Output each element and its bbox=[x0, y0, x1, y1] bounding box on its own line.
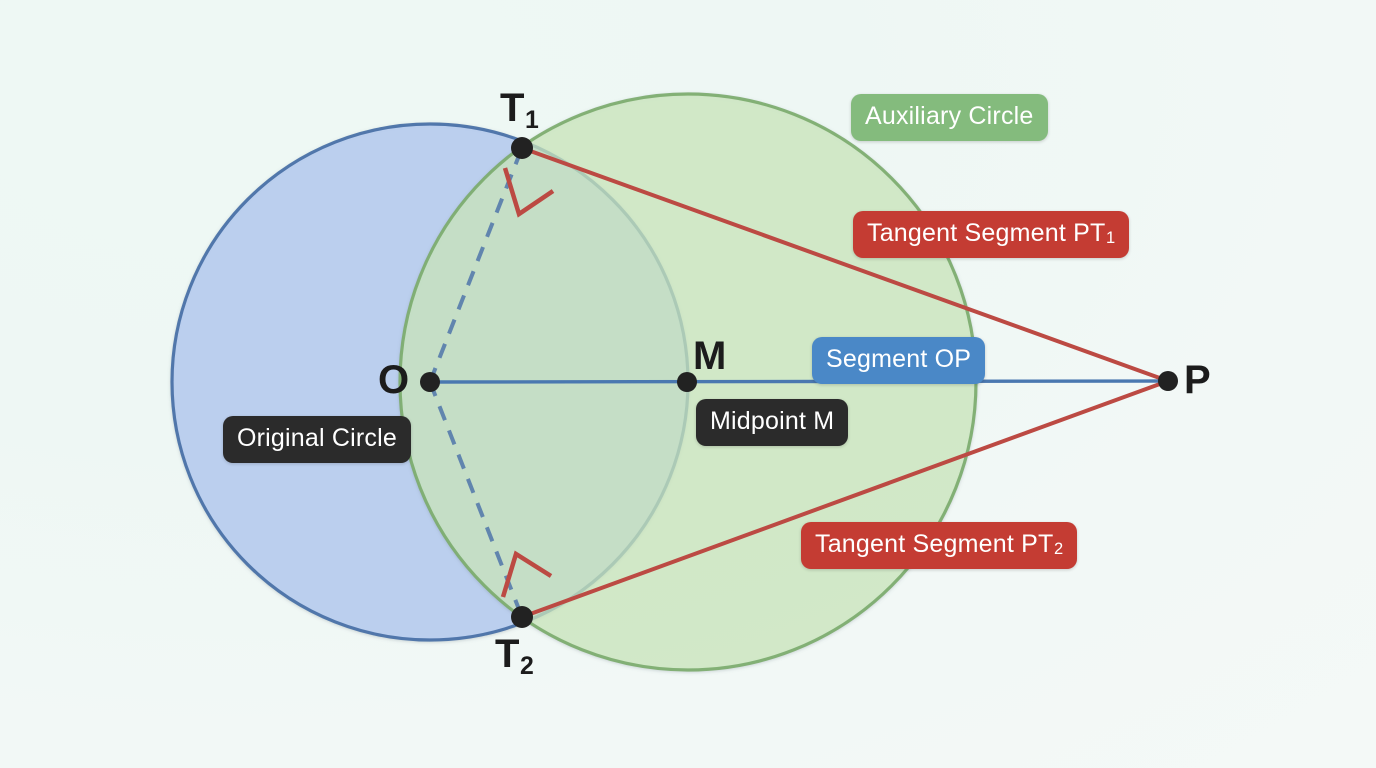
label-midpoint-m: Midpoint M bbox=[696, 399, 849, 446]
point-label-t2-subscript: 2 bbox=[519, 652, 534, 680]
point-label-t1: T1 bbox=[500, 86, 539, 134]
point-t1 bbox=[511, 137, 533, 159]
point-label-o: O bbox=[378, 358, 410, 402]
right-angle-marker-t1 bbox=[502, 167, 555, 218]
right-angle-marker-t2 bbox=[500, 550, 553, 598]
point-label-t1-subscript: 1 bbox=[524, 106, 539, 134]
point-t2 bbox=[511, 606, 533, 628]
label-segment-op-text: Segment OP bbox=[826, 345, 972, 373]
label-original-circle: Original Circle bbox=[223, 416, 411, 463]
radius-o-t1-dashed bbox=[428, 147, 524, 383]
point-p bbox=[1158, 371, 1178, 391]
tangent-segment-pt2-line bbox=[520, 379, 1170, 619]
label-auxiliary-circle-text: Auxiliary Circle bbox=[865, 102, 1034, 130]
point-label-p: P bbox=[1184, 358, 1211, 402]
label-tangent-segment-pt2-text: Tangent Segment PT bbox=[815, 530, 1054, 558]
label-tangent-segment-pt2-subscript: 2 bbox=[1053, 540, 1064, 559]
label-original-circle-text: Original Circle bbox=[237, 424, 397, 452]
label-auxiliary-circle: Auxiliary Circle bbox=[851, 94, 1048, 141]
point-o bbox=[420, 372, 440, 392]
label-segment-op: Segment OP bbox=[812, 337, 986, 384]
label-tangent-segment-pt1-text: Tangent Segment PT bbox=[867, 219, 1106, 247]
point-label-m: M bbox=[693, 334, 727, 378]
point-label-t2: T2 bbox=[495, 632, 534, 680]
label-midpoint-m-text: Midpoint M bbox=[710, 407, 835, 435]
point-m bbox=[677, 372, 697, 392]
label-tangent-segment-pt1-subscript: 1 bbox=[1105, 229, 1116, 248]
segment-op-line bbox=[428, 379, 1170, 384]
tangent-segment-pt1-line bbox=[520, 146, 1170, 383]
